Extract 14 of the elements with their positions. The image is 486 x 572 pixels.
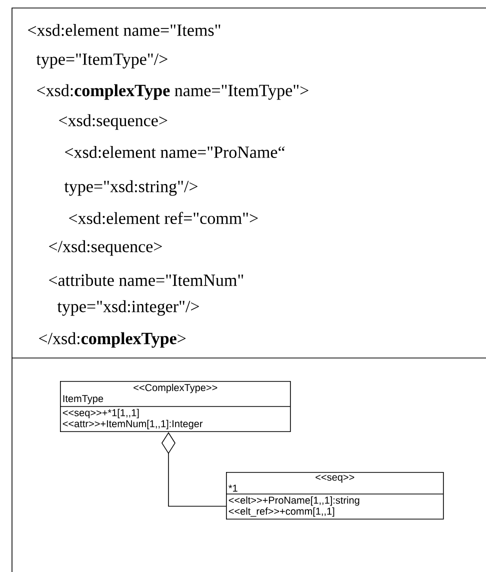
code-line: <attribute name="ItemNum" [49,274,244,286]
code-line: <xsd:element name="Items" [28,24,220,36]
code-line: </xsd:sequence> [49,240,162,256]
class-box: <<seq>> *1 <<elt>>+ProName[1,,1]:string <<elt_ref>>+comm[1,,1] [226,472,444,520]
code-line: type="xsd:string"/> [64,180,198,196]
code-line: type="xsd:integer"/> [57,300,199,316]
code-line: <xsd:complexType name="ItemType"> [37,84,308,100]
code-line: <xsd:element ref="comm"> [69,212,258,224]
code-line: </xsd:complexType> [39,332,186,348]
aggregation-line [161,432,226,507]
class-box: <<ComplexType>> ItemType <<seq>>+*1[1,,1] <<attr>>+ItemNum[1,,1]:Integer [60,381,291,432]
code-line: type="ItemType"/> [36,54,168,68]
code-line: <xsd:element name="ProName“ [65,146,285,158]
code-line: <xsd:sequence> [59,114,168,130]
